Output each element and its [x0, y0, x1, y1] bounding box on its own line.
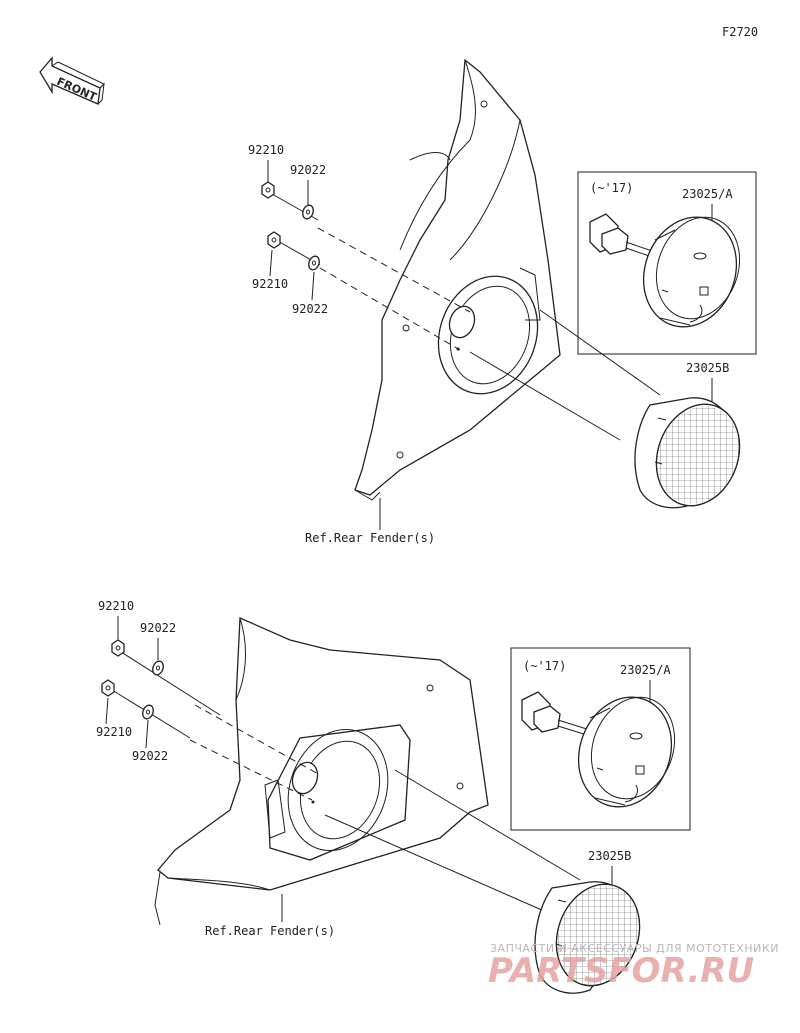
lower-nut-bottom-label: 92210	[96, 725, 132, 739]
lower-washer-bottom-icon	[142, 704, 154, 720]
front-arrow-icon: FRONT	[39, 56, 105, 105]
upper-inset-part-label: 23025/A	[682, 187, 733, 201]
lower-nut-bottom-icon	[101, 679, 115, 697]
upper-nut-top-icon	[261, 181, 275, 199]
upper-inset-box: (~'17) 23025/A	[577, 171, 757, 355]
lower-fender	[154, 617, 489, 926]
upper-nut-bottom-label: 92210	[252, 277, 288, 291]
lower-dash-2	[189, 739, 313, 801]
upper-nut-bottom-icon	[267, 231, 281, 249]
lower-inset-lamp-icon	[577, 696, 676, 808]
watermark: ЗАПЧАСТИ И АКСЕССУАРЫ ДЛЯ МОТОТЕХНИКИ PA…	[488, 942, 779, 991]
upper-inset-note: (~'17)	[590, 181, 633, 195]
upper-inset-lamp-icon	[642, 216, 741, 328]
lower-washer-top-icon	[152, 660, 164, 676]
lower-lamp-label: 23025B	[588, 849, 631, 863]
upper-nut-top-label: 92210	[248, 143, 284, 157]
figure-id: F2720	[722, 25, 758, 39]
upper-ref-label: Ref.Rear Fender(s)	[305, 531, 435, 545]
watermark-line1: ЗАПЧАСТИ И АКСЕССУАРЫ ДЛЯ МОТОТЕХНИКИ	[490, 942, 779, 955]
lower-washer-top-label: 92022	[140, 621, 176, 635]
upper-dash-2	[319, 267, 461, 351]
lower-assembly: 92210 92022 92210 92022 (~'17) 23025/A	[96, 599, 691, 994]
upper-lamp-label: 23025B	[686, 361, 729, 375]
lower-ref-label: Ref.Rear Fender(s)	[205, 924, 335, 938]
upper-washer-bottom-label: 92022	[292, 302, 328, 316]
upper-fender-bracket	[354, 58, 561, 501]
upper-dash-1	[317, 227, 471, 313]
upper-washer-top-icon	[302, 204, 314, 220]
upper-lamp-icon	[634, 397, 750, 510]
upper-washer-top-label: 92022	[290, 163, 326, 177]
lower-inset-note: (~'17)	[523, 659, 566, 673]
upper-washer-bottom-icon	[308, 255, 320, 271]
lower-nut-top-label: 92210	[98, 599, 134, 613]
lower-inset-part-label: 23025/A	[620, 663, 671, 677]
watermark-logo: PARTSFOR.RU	[488, 951, 754, 991]
lower-washer-bottom-label: 92022	[132, 749, 168, 763]
lower-inset-box: (~'17) 23025/A	[510, 647, 691, 831]
upper-assembly: 92210 92022 92210 92022 (~'17) 23025/A	[248, 58, 757, 545]
lower-nut-top-icon	[111, 639, 125, 657]
